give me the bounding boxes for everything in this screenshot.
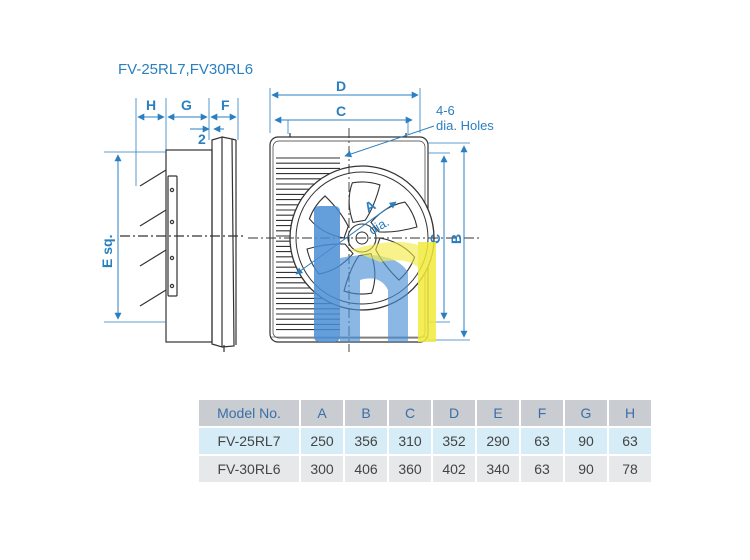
spec-table: Model No. A B C D E F G H FV-25RL7 250 3…	[197, 398, 653, 484]
header-e: E	[477, 400, 519, 426]
label-holes-2: dia. Holes	[436, 118, 494, 133]
dimension-cb-right: C B	[427, 142, 470, 341]
header-model: Model No.	[199, 400, 299, 426]
label-e: E sq.	[99, 235, 115, 268]
label-c-top: C	[336, 103, 346, 119]
table-cell: 290	[477, 428, 519, 454]
table-cell: 63	[521, 456, 563, 482]
table-cell: 406	[345, 456, 387, 482]
table-cell: 78	[609, 456, 651, 482]
table-cell: 250	[301, 428, 343, 454]
label-c-right: C	[427, 234, 443, 244]
diagram-title: FV-25RL7,FV30RL6	[118, 61, 254, 78]
header-c: C	[389, 400, 431, 426]
header-a: A	[301, 400, 343, 426]
table-row: FV-30RL6 300 406 360 402 340 63 90 78	[199, 456, 651, 482]
header-h: H	[609, 400, 651, 426]
table-cell: 360	[389, 456, 431, 482]
table-cell: 63	[609, 428, 651, 454]
holes-callout: 4-6 dia. Holes	[344, 103, 494, 158]
logo-watermark	[314, 206, 436, 342]
table-row: FV-25RL7 250 356 310 352 290 63 90 63	[199, 428, 651, 454]
label-two: 2	[198, 131, 206, 147]
label-h: H	[146, 97, 156, 113]
header-f: F	[521, 400, 563, 426]
header-d: D	[433, 400, 475, 426]
table-cell: 402	[433, 456, 475, 482]
front-view	[248, 128, 480, 352]
label-b: B	[448, 234, 464, 244]
table-cell: FV-30RL6	[199, 456, 299, 482]
dimension-e: E sq.	[99, 151, 166, 323]
label-g: G	[181, 97, 192, 113]
table-header-row: Model No. A B C D E F G H	[199, 400, 651, 426]
label-holes-1: 4-6	[436, 103, 455, 118]
table-cell: 340	[477, 456, 519, 482]
header-b: B	[345, 400, 387, 426]
table-cell: 356	[345, 428, 387, 454]
label-d: D	[336, 78, 346, 94]
label-f: F	[221, 97, 230, 113]
dimension-dc-top: D C	[269, 78, 421, 134]
table-cell: 90	[565, 456, 607, 482]
fan-dimension-drawing: E sq. H G F 2	[99, 78, 494, 352]
dimension-hgf: H G F 2	[137, 97, 237, 147]
table-cell: 90	[565, 428, 607, 454]
table-cell: 63	[521, 428, 563, 454]
table-cell: 310	[389, 428, 431, 454]
table-cell: 352	[433, 428, 475, 454]
table-cell: 300	[301, 456, 343, 482]
side-view	[120, 98, 246, 352]
table-cell: FV-25RL7	[199, 428, 299, 454]
header-g: G	[565, 400, 607, 426]
